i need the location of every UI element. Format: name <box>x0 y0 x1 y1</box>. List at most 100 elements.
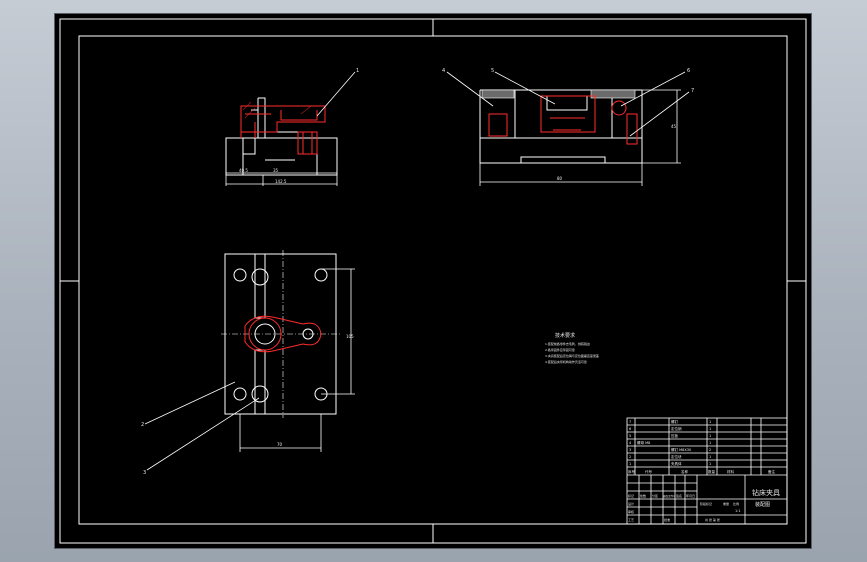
side-hidden-pin <box>611 100 627 116</box>
top-slot-lower <box>254 349 266 415</box>
stage-weight: 重量 <box>723 501 729 506</box>
notes-item-2: 2.各紧固件应紧固可靠 <box>545 347 575 352</box>
pl-qty-1: 1 <box>709 462 711 466</box>
side-hidden-left <box>488 113 508 137</box>
side-dim-height-text: 45 <box>671 124 677 129</box>
side-base-outline <box>479 137 643 164</box>
hdr-note: 备注 <box>768 469 776 474</box>
top-hole-tr <box>314 268 328 282</box>
drawing-subtitle: 装配图 <box>755 501 770 508</box>
side-hidden-slot <box>626 113 638 145</box>
technical-notes: 技术要求 1.装配前各零件去毛刺、倒钝锐边 2.各紧固件应紧固可靠 3.夹具装配… <box>545 332 599 364</box>
role-process: 工艺 <box>628 517 634 522</box>
sig-label-4: 更改文件号 <box>663 494 676 498</box>
top-leader-2 <box>144 381 236 425</box>
pl-name-5: 压板 <box>671 433 679 438</box>
role-approve: 批准 <box>664 517 670 522</box>
stage-mark: 阶段标记 <box>700 501 712 506</box>
role-review: 审核 <box>628 509 634 514</box>
pl-no-1: 1 <box>629 462 631 466</box>
drawing-viewport[interactable]: 1 40.5 35 142.5 <box>54 13 812 549</box>
side-callout-7: 7 <box>691 88 694 94</box>
front-dim-left: 40.5 <box>239 168 248 173</box>
hdr-code: 代号 <box>645 469 653 474</box>
sig-label-1: 标记 <box>628 493 634 498</box>
notes-item-4: 4.装配后夹紧机构动作灵活可靠 <box>545 359 587 364</box>
stage-scale: 比例 <box>733 501 739 506</box>
top-hole-cl-lower <box>251 385 269 403</box>
notes-title: 技术要求 <box>555 332 575 339</box>
sig-label-6: 年月日 <box>686 493 695 498</box>
front-hidden-screw <box>297 131 318 155</box>
side-hidden-clamp <box>540 95 596 133</box>
pl-name-6: 定位销 <box>671 426 682 431</box>
pl-qty-5: 1 <box>709 434 711 438</box>
top-hole-tl <box>233 268 247 282</box>
title-block: 7 螺钉 1 6 定位销 1 5 压板 1 4 螺母 M8 1 3 螺钉 M8X… <box>626 417 788 525</box>
top-dim-width-text: 70 <box>277 442 283 447</box>
pl-qty-4: 1 <box>709 441 711 445</box>
drawing-title: 钻床夹具 <box>752 488 780 497</box>
front-hidden-base <box>240 122 256 138</box>
parts-list-header: 序号 代号 名称 数量 材料 备注 <box>628 469 776 474</box>
pl-qty-6: 1 <box>709 427 711 431</box>
pl-no-7: 7 <box>629 420 631 424</box>
pl-name-1: 夹具体 <box>671 461 682 466</box>
cad-drawing: 1 40.5 35 142.5 <box>59 18 807 544</box>
side-callout-4: 4 <box>442 68 445 74</box>
role-design: 设计 <box>628 501 634 506</box>
scale-value: 1:1 <box>735 509 741 513</box>
top-dim-height-text: 105 <box>346 334 354 339</box>
hdr-name: 名称 <box>681 469 689 474</box>
notes-item-1: 1.装配前各零件去毛刺、倒钝锐边 <box>545 341 590 346</box>
front-dim-total: 142.5 <box>275 179 287 184</box>
pl-name-7: 螺钉 <box>671 419 679 424</box>
top-callout-3: 3 <box>143 470 146 476</box>
side-dim-width-text: 80 <box>557 176 563 181</box>
hdr-qty: 数量 <box>708 469 716 474</box>
pl-name-2: 定位块 <box>671 454 682 459</box>
front-clamp-outline <box>251 97 317 138</box>
top-hole-bl <box>233 387 247 401</box>
outer-border <box>59 18 807 544</box>
top-view: 2 3 105 70 <box>141 250 355 476</box>
top-callout-2: 2 <box>141 422 144 428</box>
top-hole-cl-upper <box>251 268 269 286</box>
side-leader-6 <box>620 71 686 107</box>
sheet-frame <box>59 18 807 544</box>
pl-name-4: 螺母 M8 <box>637 440 650 445</box>
signature-area: 标记 处数 分区 更改文件号 签名 年月日 设计 审核 工艺 批准 阶段标记 重… <box>628 493 741 522</box>
side-leader-5 <box>494 71 556 105</box>
pl-no-4: 4 <box>629 441 632 445</box>
front-hatch-2 <box>244 107 256 119</box>
side-leader-4 <box>446 71 494 107</box>
pl-qty-3: 2 <box>709 448 711 452</box>
side-hatch-right <box>590 89 636 99</box>
front-view: 1 40.5 35 142.5 <box>225 68 359 186</box>
top-hidden-boss <box>248 317 282 351</box>
sig-label-3: 分区 <box>652 493 658 498</box>
pl-no-2: 2 <box>629 455 631 459</box>
top-leader-3 <box>146 397 260 471</box>
hdr-no: 序号 <box>628 469 636 474</box>
pl-qty-7: 1 <box>709 420 711 424</box>
pl-name-3: 螺钉 M8X30 <box>671 447 691 452</box>
front-hatch-3 <box>300 105 312 115</box>
sheet-count: 共 张 第 张 <box>705 517 720 522</box>
notes-item-3: 3.夹具装配后定位销与定位面垂直度误差 <box>545 353 599 358</box>
parts-list: 7 螺钉 1 6 定位销 1 5 压板 1 4 螺母 M8 1 3 螺钉 M8X… <box>629 419 711 466</box>
front-dim-mid: 35 <box>273 168 279 173</box>
top-slot-upper <box>254 253 266 319</box>
top-hidden-clamp-arm <box>244 315 322 353</box>
front-callout-1: 1 <box>356 68 359 74</box>
side-callout-6: 6 <box>687 68 690 74</box>
hdr-material: 材料 <box>727 469 735 474</box>
pl-qty-2: 1 <box>709 455 711 459</box>
sig-label-2: 处数 <box>640 493 646 498</box>
side-leader-7 <box>629 91 690 137</box>
side-callout-5: 5 <box>491 68 494 74</box>
front-hatch-1 <box>242 101 252 111</box>
pl-no-5: 5 <box>629 434 631 438</box>
side-hatch-left <box>481 89 515 99</box>
pl-no-3: 3 <box>629 448 631 452</box>
